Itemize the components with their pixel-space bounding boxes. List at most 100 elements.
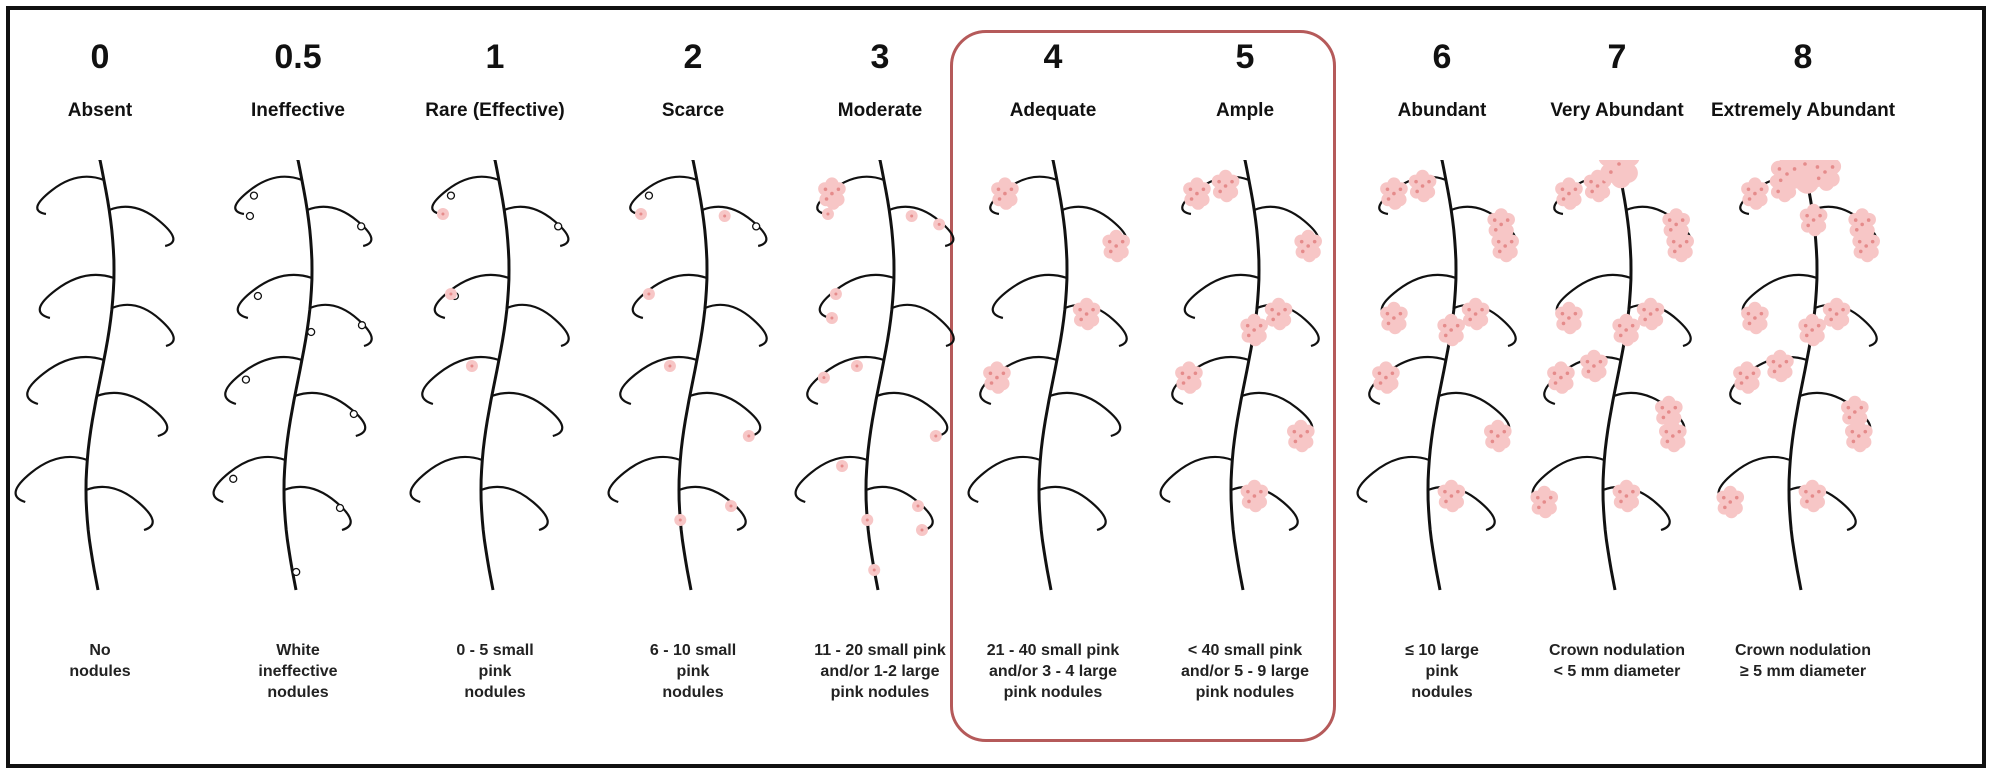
main-root: [1603, 160, 1631, 590]
score-value: 4: [953, 38, 1153, 77]
description-line: 21 - 40 small pink: [953, 640, 1153, 661]
lateral-root: [1358, 457, 1430, 502]
lateral-root: [97, 393, 167, 436]
nodule-dot: [647, 293, 650, 296]
lateral-root: [411, 457, 483, 502]
description-line: nodules: [1342, 682, 1542, 703]
white-nodule: [250, 192, 257, 199]
lateral-root: [993, 275, 1067, 318]
lateral-root: [422, 357, 499, 404]
nodule-dot: [938, 223, 941, 226]
large-nodule-cluster: [1438, 480, 1466, 512]
score-description: 6 - 10 smallpinknodules: [593, 640, 793, 703]
white-nodule: [753, 223, 760, 230]
main-root: [1428, 160, 1456, 590]
white-nodule: [350, 411, 357, 418]
score-label: Ample: [1145, 100, 1345, 122]
lateral-root: [507, 305, 569, 346]
root-illustration: [1517, 160, 1717, 600]
large-nodule-cluster: [1073, 298, 1101, 330]
description-line: ≥ 5 mm diameter: [1703, 661, 1903, 682]
lateral-root: [492, 393, 562, 436]
white-nodule: [293, 569, 300, 576]
score-label: Abundant: [1342, 100, 1542, 122]
lateral-root: [796, 457, 868, 502]
main-root: [284, 160, 312, 590]
score-column-8: 7Very AbundantCrown nodulation< 5 mm dia…: [1517, 0, 1717, 780]
large-nodule-cluster: [1613, 480, 1641, 512]
large-nodule-cluster: [1241, 480, 1269, 512]
large-nodule-cluster: [1484, 420, 1512, 452]
score-column-9: 8Extremely AbundantCrown nodulation≥ 5 m…: [1703, 0, 1903, 780]
large-nodule-cluster: [1530, 486, 1558, 518]
nodule-dot: [910, 215, 913, 218]
nodule-dot: [639, 213, 642, 216]
lateral-root: [1050, 393, 1120, 436]
nodule-dot: [822, 376, 825, 379]
large-nodule-cluster: [991, 177, 1019, 209]
large-nodule-cluster: [1380, 177, 1408, 209]
large-nodule-cluster: [1823, 298, 1851, 330]
lateral-root: [238, 275, 312, 318]
large-nodule-cluster: [1580, 350, 1608, 382]
root-illustration: [593, 160, 793, 600]
lateral-root: [969, 457, 1041, 502]
description-line: White: [198, 640, 398, 661]
large-nodule-cluster: [1437, 314, 1465, 346]
score-label: Rare (Effective): [395, 100, 595, 122]
lateral-root: [225, 357, 302, 404]
lateral-root: [1161, 457, 1233, 502]
main-root: [481, 160, 509, 590]
large-nodule-cluster: [1716, 486, 1744, 518]
score-label: Absent: [0, 100, 200, 122]
score-column-7: 6Abundant≤ 10 largepinknodules: [1342, 0, 1542, 780]
root-illustration: [198, 160, 398, 600]
score-label: Extremely Abundant: [1703, 100, 1903, 122]
nodule-dot: [747, 435, 750, 438]
description-line: pink: [395, 661, 595, 682]
score-description: 0 - 5 smallpinknodules: [395, 640, 595, 703]
score-label: Moderate: [780, 100, 980, 122]
nodule-dot: [921, 529, 924, 532]
large-nodule-cluster: [1287, 420, 1315, 452]
nodule-dot: [873, 569, 876, 572]
lateral-root: [877, 393, 947, 436]
lateral-root: [40, 275, 114, 318]
white-nodule: [254, 293, 261, 300]
description-line: pink: [1342, 661, 1542, 682]
nodule-dot: [441, 213, 444, 216]
score-description: Crown nodulation≥ 5 mm diameter: [1703, 640, 1903, 682]
root-illustration: [0, 160, 200, 600]
description-line: < 5 mm diameter: [1517, 661, 1717, 682]
score-value: 7: [1517, 38, 1717, 77]
large-nodule-cluster: [1183, 177, 1211, 209]
lateral-root: [609, 457, 681, 502]
nodule-dot: [668, 365, 671, 368]
description-line: 6 - 10 small: [593, 640, 793, 661]
description-line: 0 - 5 small: [395, 640, 595, 661]
description-line: < 40 small pink: [1145, 640, 1345, 661]
description-line: ineffective: [198, 661, 398, 682]
lateral-root: [1039, 487, 1106, 530]
large-nodule-cluster: [818, 177, 846, 209]
nodule-dot: [841, 465, 844, 468]
large-nodule-cluster: [1265, 298, 1293, 330]
root-illustration: [1703, 160, 1903, 600]
large-nodule-cluster: [1380, 302, 1408, 334]
large-nodule-cluster: [1800, 204, 1828, 236]
large-nodule-cluster: [1798, 314, 1826, 346]
root-illustration: [1342, 160, 1542, 600]
score-label: Adequate: [953, 100, 1153, 122]
score-column-4: 3Moderate11 - 20 small pinkand/or 1-2 la…: [780, 0, 980, 780]
score-value: 0: [0, 38, 200, 77]
lateral-root: [27, 357, 104, 404]
lateral-root: [37, 177, 104, 214]
white-nodule: [308, 329, 315, 336]
lateral-root: [481, 487, 548, 530]
